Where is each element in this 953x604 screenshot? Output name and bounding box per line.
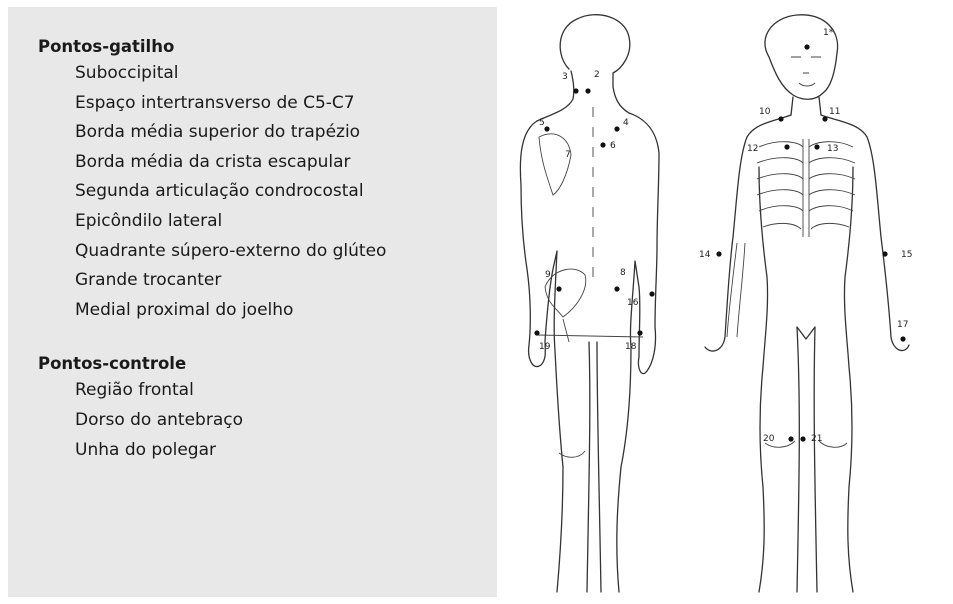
back-view-figure: 3 2 5 4 7 6 9 8 16 19 18: [520, 15, 659, 592]
list-item: Quadrante súpero-externo do glúteo: [75, 237, 478, 267]
point-label: 14: [699, 250, 711, 260]
front-face: [791, 57, 821, 86]
point-label: 4: [623, 118, 629, 128]
point-marker: [585, 88, 590, 93]
back-scapula: [539, 134, 571, 195]
front-view-figure: 1* 10 11 12 13 14 15 17 20 21: [699, 15, 912, 592]
point-label: 11: [829, 107, 840, 117]
point-marker: [900, 336, 905, 341]
front-body-outline: [705, 115, 909, 592]
point-label: 21: [811, 434, 822, 444]
list-item: Borda média superior do trapézio: [75, 118, 478, 148]
point-lists: Pontos-gatilho Suboccipital Espaço inter…: [38, 35, 478, 465]
list-item: Segunda articulação condrocostal: [75, 177, 478, 207]
front-knees: [765, 441, 847, 447]
point-label: 17: [897, 320, 908, 330]
point-marker: [882, 251, 887, 256]
point-marker: [534, 330, 539, 335]
point-label: 10: [759, 107, 771, 117]
point-marker: [637, 330, 642, 335]
front-forearm: [727, 243, 745, 337]
point-label: 19: [539, 342, 551, 352]
point-label: 2: [594, 70, 600, 80]
point-marker: [614, 286, 619, 291]
point-label: 7: [565, 150, 571, 160]
point-marker: [784, 144, 789, 149]
list-item: Medial proximal do joelho: [75, 296, 478, 326]
point-label: 20: [763, 434, 775, 444]
point-marker: [614, 126, 619, 131]
back-torso-outline: [617, 113, 659, 592]
point-label: 13: [827, 144, 838, 154]
point-label: 1*: [823, 28, 834, 38]
point-marker: [556, 286, 561, 291]
back-inner-legs: [587, 342, 601, 592]
point-label: 15: [901, 250, 912, 260]
list-item: Grande trocanter: [75, 266, 478, 296]
point-marker: [544, 126, 549, 131]
list-item: Epicôndilo lateral: [75, 207, 478, 237]
list-item: Espaço intertransverso de C5-C7: [75, 89, 478, 119]
trigger-points-heading: Pontos-gatilho: [38, 35, 478, 59]
point-marker: [800, 436, 805, 441]
front-ribcage: [757, 139, 855, 237]
front-inner-legs: [797, 327, 817, 592]
point-marker: [822, 116, 827, 121]
control-points-list: Região frontal Dorso do antebraço Unha d…: [38, 376, 478, 465]
back-neck-left: [537, 71, 574, 121]
back-head-outline: [560, 15, 630, 113]
control-points-heading: Pontos-controle: [38, 352, 478, 376]
point-marker: [788, 436, 793, 441]
point-marker: [573, 88, 578, 93]
point-label: 5: [539, 118, 545, 128]
point-label: 16: [627, 298, 639, 308]
point-marker: [649, 291, 654, 296]
point-marker: [804, 44, 809, 49]
list-item: Unha do polegar: [75, 436, 478, 466]
point-marker: [778, 116, 783, 121]
list-item: Borda média da crista escapular: [75, 148, 478, 178]
list-item: Região frontal: [75, 376, 478, 406]
point-label: 12: [747, 144, 758, 154]
point-label: 9: [545, 270, 551, 280]
trigger-points-list: Suboccipital Espaço intertransverso de C…: [38, 59, 478, 325]
body-diagram: 3 2 5 4 7 6 9 8 16 19 18: [497, 7, 945, 597]
point-marker: [814, 144, 819, 149]
body-diagram-svg: 3 2 5 4 7 6 9 8 16 19 18: [497, 7, 945, 597]
point-label: 8: [620, 268, 626, 278]
point-marker: [716, 251, 721, 256]
point-marker: [600, 142, 605, 147]
back-knee: [559, 451, 585, 457]
list-item: Dorso do antebraço: [75, 406, 478, 436]
list-item: Suboccipital: [75, 59, 478, 89]
point-label: 3: [562, 72, 568, 82]
point-label: 6: [610, 141, 616, 151]
point-label: 18: [625, 342, 637, 352]
